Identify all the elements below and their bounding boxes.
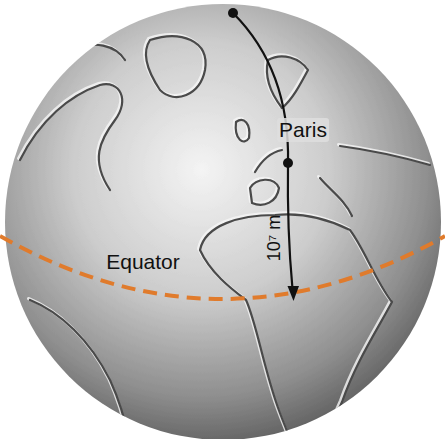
north-pole-dot [228, 8, 238, 18]
equator-label: Equator [104, 250, 182, 274]
equator-line [0, 236, 445, 299]
city-label: Paris [277, 118, 329, 142]
equator-label-holder: Equator [104, 250, 182, 274]
arrowhead [288, 286, 300, 301]
distance-label: 10⁷ m [264, 213, 285, 264]
paris-dot [283, 158, 293, 168]
continents [19, 35, 431, 439]
distance-label-holder: 10⁷ m [264, 213, 285, 264]
city-label-holder: Paris [277, 118, 329, 142]
meridian-arc [233, 13, 293, 289]
